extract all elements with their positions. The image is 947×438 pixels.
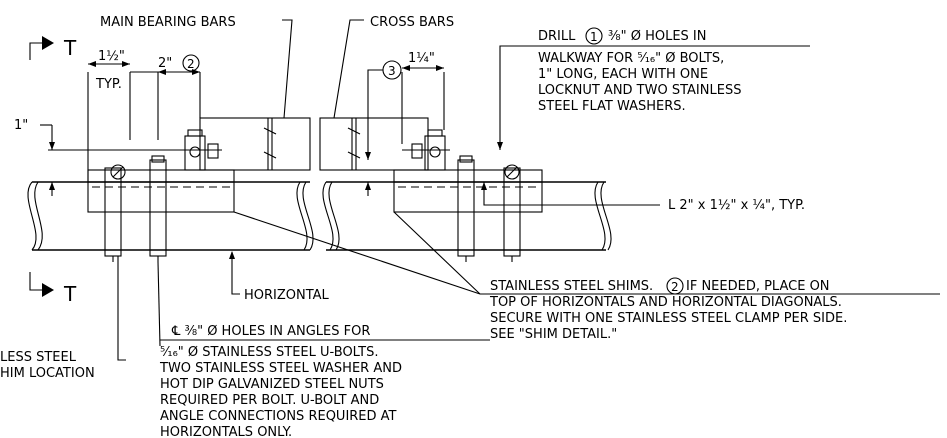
shims-note-line-2: TOP OF HORIZONTALS AND HORIZONTAL DIAGON…: [489, 295, 842, 310]
dimension-2-inch: 2" 2: [130, 54, 201, 140]
section-mark-top: T: [29, 36, 77, 60]
main-bearing-bars-text: MAIN BEARING BARS: [100, 15, 236, 30]
clamp-note: LESS STEEL HIM LOCATION: [0, 256, 126, 381]
holes-note-line-4: HOT DIP GALVANIZED STEEL NUTS: [160, 377, 384, 392]
clamp-note-line-2: HIM LOCATION: [0, 366, 95, 381]
dimension-1-inch: 1": [14, 118, 180, 196]
section-mark-bottom-letter: T: [63, 282, 77, 306]
horizontal-text: HORIZONTAL: [244, 288, 330, 303]
callout-3-text: 3: [388, 64, 396, 78]
dimension-typ-text: TYP.: [95, 77, 122, 92]
dimension-1-quarter-inch-text: 1¼": [408, 51, 435, 66]
drill-note-line-5: STEEL FLAT WASHERS.: [538, 99, 686, 114]
dimension-1-quarter-inch: 1¼": [401, 51, 445, 144]
left-angle: [87, 169, 235, 213]
section-mark-top-letter: T: [63, 36, 77, 60]
callout-1-text: 1: [590, 30, 598, 44]
left-horizontal-member: [27, 181, 314, 251]
shims-note: STAINLESS STEEL SHIMS. 2 IF NEEDED, PLAC…: [233, 211, 940, 342]
callout-2-shims: 2: [671, 280, 679, 294]
left-u-bolts: [104, 155, 167, 262]
holes-note-line-7: HORIZONTALS ONLY.: [160, 425, 292, 438]
holes-note: ℄ ⅜" Ø HOLES IN ANGLES FOR ⁵⁄₁₆" Ø STAIN…: [157, 261, 490, 438]
left-bolt-assembly: [180, 129, 222, 171]
cross-bars-text: CROSS BARS: [370, 15, 454, 30]
callout-2-top: 2: [187, 57, 195, 71]
clamp-note-line-1: LESS STEEL: [0, 350, 77, 365]
drill-note-line-1a: DRILL: [538, 29, 576, 44]
drill-note-line-4: LOCKNUT AND TWO STAINLESS: [538, 83, 741, 98]
right-bolt-assembly: [402, 129, 450, 171]
right-main-bearing-bar: [319, 117, 429, 171]
dimension-2-inch-text: 2": [158, 56, 172, 71]
angle-size-note: L 2" x 1½" x ¼", TYP.: [481, 182, 805, 213]
angle-size-text: L 2" x 1½" x ¼", TYP.: [668, 198, 805, 213]
horizontal-label: HORIZONTAL: [229, 251, 330, 303]
shims-note-line-3: SECURE WITH ONE STAINLESS STEEL CLAMP PE…: [490, 311, 847, 326]
dimension-1-half-inch-text: 1½": [98, 49, 125, 64]
shims-note-line-4: SEE "SHIM DETAIL.": [490, 327, 617, 342]
shims-note-line-1b: IF NEEDED, PLACE ON: [686, 279, 830, 294]
right-horizontal-member: [322, 181, 612, 251]
holes-note-line-2: ⁵⁄₁₆" Ø STAINLESS STEEL U-BOLTS.: [160, 345, 378, 360]
shims-note-line-1a: STAINLESS STEEL SHIMS.: [490, 279, 653, 294]
dimension-1-half-inch: 1½" TYP.: [87, 49, 131, 182]
left-main-bearing-bar: [199, 117, 311, 171]
drill-note-line-2: WALKWAY FOR ⁵⁄₁₆" Ø BOLTS,: [538, 51, 724, 66]
holes-note-line-1: ℄ ⅜" Ø HOLES IN ANGLES FOR: [171, 324, 370, 339]
holes-note-line-6: ANGLE CONNECTIONS REQUIRED AT: [160, 409, 397, 424]
dimension-1-inch-text: 1": [14, 118, 28, 133]
drill-note-line-1b: ⅜" Ø HOLES IN: [608, 29, 706, 44]
callout-3: 3: [365, 60, 402, 196]
right-u-bolts: [457, 155, 521, 262]
cross-bars-label: CROSS BARS: [333, 15, 454, 119]
holes-note-line-3: TWO STAINLESS STEEL WASHER AND: [159, 361, 402, 376]
holes-note-line-5: REQUIRED PER BOLT. U-BOLT AND: [160, 393, 379, 408]
right-angle: [393, 169, 543, 213]
section-mark-bottom: T: [29, 272, 77, 306]
drill-note-line-3: 1" LONG, EACH WITH ONE: [538, 67, 708, 82]
drill-note: DRILL 1 ⅜" Ø HOLES IN WALKWAY FOR ⁵⁄₁₆" …: [497, 27, 810, 150]
main-bearing-bars-label: MAIN BEARING BARS: [100, 15, 293, 119]
